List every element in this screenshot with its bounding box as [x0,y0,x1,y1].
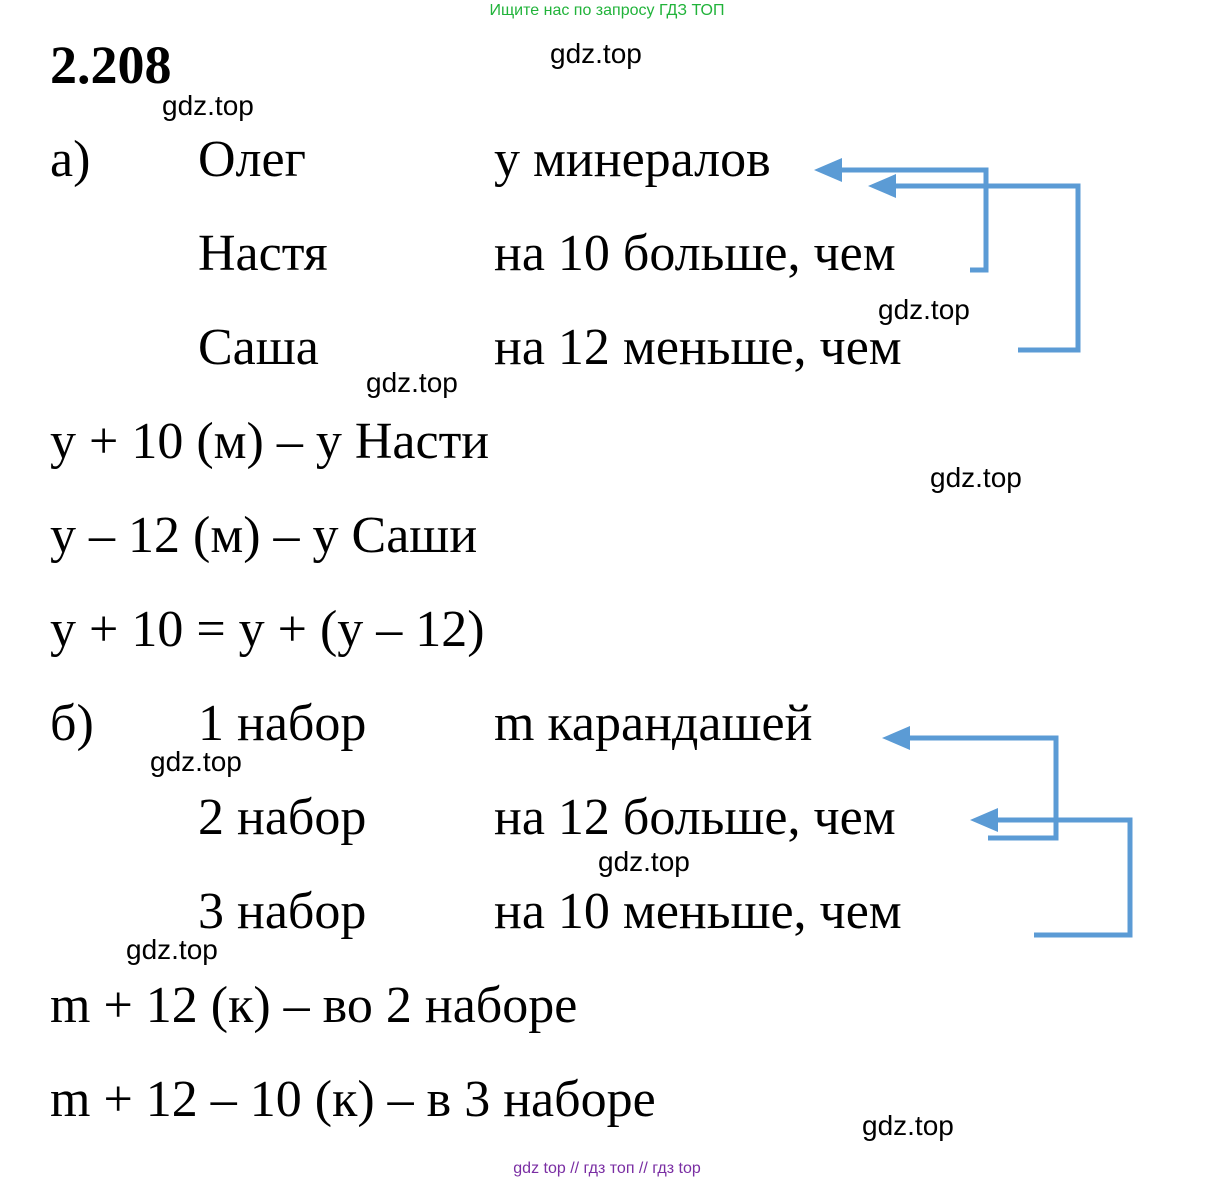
part-b-name-1: 1 набор [198,695,367,752]
part-b-equation-1: m + 12 (к) – во 2 наборе [50,977,578,1034]
part-b-desc-2: на 12 больше, чем [494,789,896,846]
part-a-equation-2: y – 12 (м) – у Саши [50,507,478,564]
part-b-desc-3: на 10 меньше, чем [494,883,902,940]
arrowhead [868,174,896,198]
arrowhead [814,158,842,182]
part-b-name-2: 2 набор [198,789,367,846]
watermark: gdz.top [366,367,458,398]
problem-number: 2.208 [50,35,172,95]
arrowhead [882,726,910,750]
arrow-set2-to-set1 [906,735,1059,841]
part-a-desc-3: на 12 меньше, чем [494,319,902,376]
part-b-name-3: 3 набор [198,883,367,940]
part-a-desc-2: на 10 больше, чем [494,225,896,282]
watermark: gdz.top [550,38,642,69]
part-b-equation-2: m + 12 – 10 (к) – в 3 наборе [50,1071,656,1128]
part-a-name-1: Олег [198,131,306,188]
part-a-equation-1: y + 10 (м) – у Насти [50,413,490,470]
watermark: gdz.top [862,1110,954,1141]
watermark: gdz.top [930,462,1022,493]
arrow-sasha-to-oleg [892,183,1081,353]
part-a-label: а) [50,131,91,188]
arrow-nastya-to-oleg [838,167,989,273]
part-b-desc-1: m карандашей [494,695,813,752]
part-a-name-2: Настя [198,225,328,282]
part-b-label: б) [50,695,94,752]
watermark: gdz.top [878,294,970,325]
watermark: gdz.top [126,934,218,965]
search-banner: Ищите нас по запросу ГДЗ ТОП [489,2,725,19]
footer-links: gdz top // гдз топ // гдз top [513,1160,701,1177]
watermark: gdz.top [598,846,690,877]
arrow-set3-to-set2 [994,817,1133,938]
watermark: gdz.top [162,90,254,121]
part-a-equation-3: y + 10 = y + (y – 12) [50,601,485,658]
part-a-desc-1: у минералов [494,131,771,188]
watermark: gdz.top [150,746,242,777]
part-a-name-3: Саша [198,319,319,376]
arrowhead [970,808,998,832]
